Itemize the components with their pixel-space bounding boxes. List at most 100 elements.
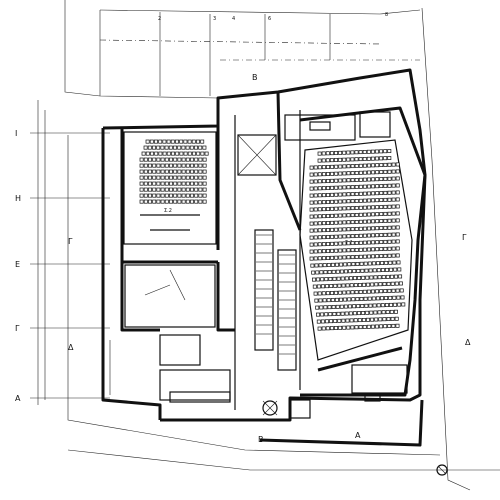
seat xyxy=(387,324,392,329)
axis-label-gamma: Γ xyxy=(15,324,20,333)
seat xyxy=(363,296,368,301)
seat xyxy=(395,190,400,195)
seat xyxy=(375,177,380,182)
seat xyxy=(315,305,320,310)
axis-top-6: 6 xyxy=(268,16,271,22)
seat xyxy=(317,256,322,261)
seat xyxy=(366,289,371,294)
seat xyxy=(376,261,380,266)
seat xyxy=(391,169,396,174)
seat xyxy=(325,151,330,156)
seat xyxy=(321,214,326,219)
seat xyxy=(383,232,388,237)
seat xyxy=(321,207,326,212)
seat xyxy=(362,233,367,238)
seat xyxy=(334,199,339,204)
seat xyxy=(313,221,318,226)
seat xyxy=(387,156,392,160)
seat xyxy=(154,151,159,156)
seat xyxy=(379,198,384,202)
seat xyxy=(309,165,314,170)
seat xyxy=(379,226,384,230)
seat xyxy=(360,304,365,308)
seat xyxy=(309,235,314,240)
seat xyxy=(312,277,316,282)
seat xyxy=(139,193,144,198)
seat xyxy=(352,311,357,316)
seat xyxy=(194,175,199,180)
seat xyxy=(342,185,347,190)
seat xyxy=(342,164,347,169)
seat xyxy=(326,242,330,246)
seat xyxy=(358,219,363,224)
seat xyxy=(358,177,363,182)
seat xyxy=(344,311,349,316)
seat xyxy=(354,213,359,217)
seat xyxy=(179,151,184,156)
seat xyxy=(391,197,396,202)
seat xyxy=(334,297,339,302)
seat xyxy=(325,284,330,289)
seat xyxy=(357,311,361,316)
seat xyxy=(324,277,329,282)
seat xyxy=(185,193,190,198)
seat xyxy=(395,225,400,230)
seat xyxy=(185,175,190,180)
seat xyxy=(152,193,157,198)
seat xyxy=(177,193,182,198)
seat xyxy=(377,310,382,315)
seat xyxy=(317,179,322,184)
seat xyxy=(356,269,361,273)
seat xyxy=(173,175,178,180)
seat xyxy=(362,157,367,161)
seat xyxy=(342,206,347,211)
seat xyxy=(385,267,389,272)
seat xyxy=(330,255,335,260)
seat xyxy=(391,225,396,230)
seat xyxy=(354,206,359,210)
seat xyxy=(139,175,144,180)
seat xyxy=(383,211,388,216)
seat xyxy=(139,157,144,162)
seat xyxy=(173,193,178,198)
seat xyxy=(361,275,366,280)
seat xyxy=(317,151,322,156)
seat xyxy=(314,263,319,268)
seat xyxy=(389,302,393,307)
seat xyxy=(194,157,199,162)
seat xyxy=(332,312,337,316)
seat xyxy=(371,205,376,210)
seat xyxy=(317,291,322,296)
seat xyxy=(190,181,194,186)
seat xyxy=(367,296,372,301)
seat xyxy=(379,163,384,167)
seat xyxy=(334,206,339,211)
seat xyxy=(317,193,322,198)
seat xyxy=(350,199,355,204)
seat xyxy=(154,139,158,144)
seat xyxy=(316,284,321,289)
seat xyxy=(389,267,394,272)
seat xyxy=(350,192,355,197)
seat xyxy=(371,296,376,301)
seat xyxy=(353,276,357,281)
seat xyxy=(367,177,371,182)
seat xyxy=(383,190,388,195)
seat xyxy=(362,150,367,154)
seat xyxy=(334,290,339,295)
seat xyxy=(321,158,326,163)
seat xyxy=(354,178,359,182)
seat xyxy=(139,163,144,168)
seat xyxy=(173,157,178,162)
seat xyxy=(309,207,314,212)
seat xyxy=(190,187,194,192)
seat xyxy=(362,191,367,196)
seat xyxy=(384,296,389,301)
seat xyxy=(346,150,351,155)
seat xyxy=(346,325,351,330)
seat xyxy=(379,191,384,195)
seat xyxy=(375,170,380,175)
seat xyxy=(191,139,196,144)
seat xyxy=(338,227,343,232)
